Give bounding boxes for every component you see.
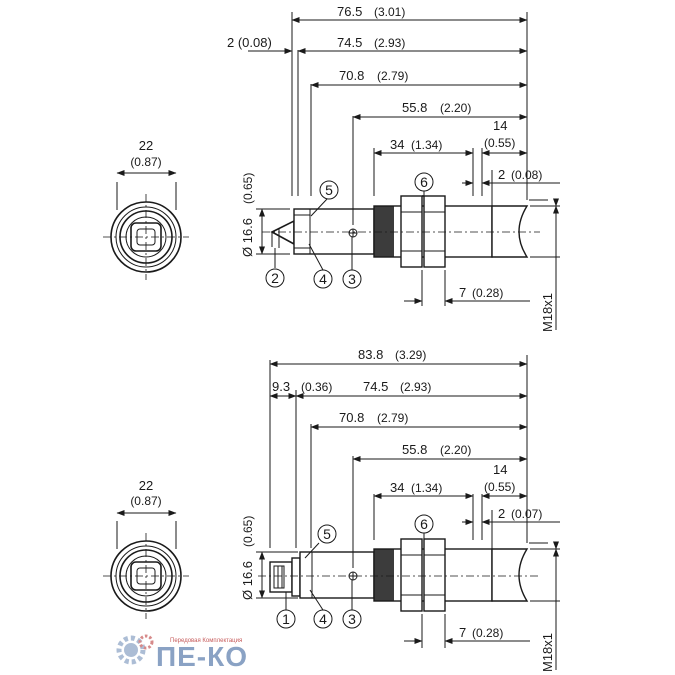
bottom-dim-558: 55.8 [402, 442, 427, 457]
bottom-dim-diameter: Ø 16.6 [240, 561, 255, 600]
bottom-dim-7: 7 [459, 625, 466, 640]
top-front-width-mm: 22 [139, 138, 153, 153]
top-dim-total-in: (3.01) [374, 5, 405, 19]
bottom-dim-558-in: (2.20) [440, 443, 471, 457]
bottom-dim-708: 70.8 [339, 410, 364, 425]
bottom-front-view: 22 (0.87) [103, 478, 189, 619]
top-dim-body: 74.5 [337, 35, 362, 50]
top-dim-34-in: (1.34) [411, 138, 442, 152]
bottom-dim-total-in: (3.29) [395, 348, 426, 362]
top-dim-total: 76.5 [337, 4, 362, 19]
bottom-dim-total: 83.8 [358, 347, 383, 362]
bottom-dim-708-in: (2.79) [377, 411, 408, 425]
top-sensor-drawing: 22 (0.87) [103, 4, 560, 332]
top-dim-cable: 2 (0.08) [227, 35, 272, 50]
bottom-dim-93-in: (0.36) [301, 380, 332, 394]
top-dim-7-in: (0.28) [472, 286, 503, 300]
top-callout-5: 5 [325, 182, 333, 198]
top-dim-diameter: Ø 16.6 [240, 218, 255, 257]
bottom-dim-34: 34 [390, 480, 404, 495]
top-front-width-in: (0.87) [130, 155, 161, 169]
bottom-dim-34-in: (1.34) [411, 481, 442, 495]
top-dim-558-in: (2.20) [440, 101, 471, 115]
top-dim-14-in: (0.55) [484, 136, 515, 150]
watermark-logo: Передовая Комплектация ПЕ-КО [116, 634, 248, 672]
gear-icon [116, 634, 154, 665]
bottom-dim-14-in: (0.55) [484, 480, 515, 494]
bottom-callout-6: 6 [420, 516, 428, 532]
bottom-dim-7-in: (0.28) [472, 626, 503, 640]
top-dim-14: 14 [493, 118, 507, 133]
bottom-dim-2-in: (0.07) [511, 507, 542, 521]
top-dim-558: 55.8 [402, 100, 427, 115]
top-callout-4: 4 [319, 271, 327, 287]
top-callout-3: 3 [348, 271, 356, 287]
top-dim-34: 34 [390, 137, 404, 152]
top-dim-2-in: (0.08) [511, 168, 542, 182]
bottom-callout-5: 5 [323, 526, 331, 542]
top-thread: M18x1 [540, 293, 555, 332]
bottom-dim-2: 2 [498, 506, 505, 521]
top-dim-body-in: (2.93) [374, 36, 405, 50]
top-dim-2: 2 [498, 167, 505, 182]
watermark-brand: ПЕ-КО [156, 641, 248, 672]
bottom-callout-3: 3 [348, 611, 356, 627]
top-dim-7: 7 [459, 285, 466, 300]
bottom-dim-93: 9.3 [272, 379, 290, 394]
top-side-view [262, 195, 540, 268]
top-dim-708: 70.8 [339, 68, 364, 83]
top-callout-6: 6 [420, 174, 428, 190]
bottom-front-width-mm: 22 [139, 478, 153, 493]
watermark-tagline: Передовая Комплектация [170, 638, 242, 644]
top-front-view: 22 (0.87) [103, 138, 189, 280]
top-callout-2: 2 [271, 270, 279, 286]
bottom-dim-14: 14 [493, 462, 507, 477]
top-dim-diameter-in: (0.65) [241, 173, 255, 204]
bottom-side-view [258, 538, 540, 612]
bottom-dim-body: 74.5 [363, 379, 388, 394]
bottom-callout-1: 1 [282, 611, 290, 627]
bottom-thread: M18x1 [540, 633, 555, 672]
bottom-front-width-in: (0.87) [130, 494, 161, 508]
bottom-sensor-drawing: 22 (0.87) [103, 347, 560, 672]
bottom-dim-body-in: (2.93) [400, 380, 431, 394]
bottom-callout-4: 4 [319, 611, 327, 627]
bottom-dim-diameter-in: (0.65) [241, 516, 255, 547]
top-dim-708-in: (2.79) [377, 69, 408, 83]
